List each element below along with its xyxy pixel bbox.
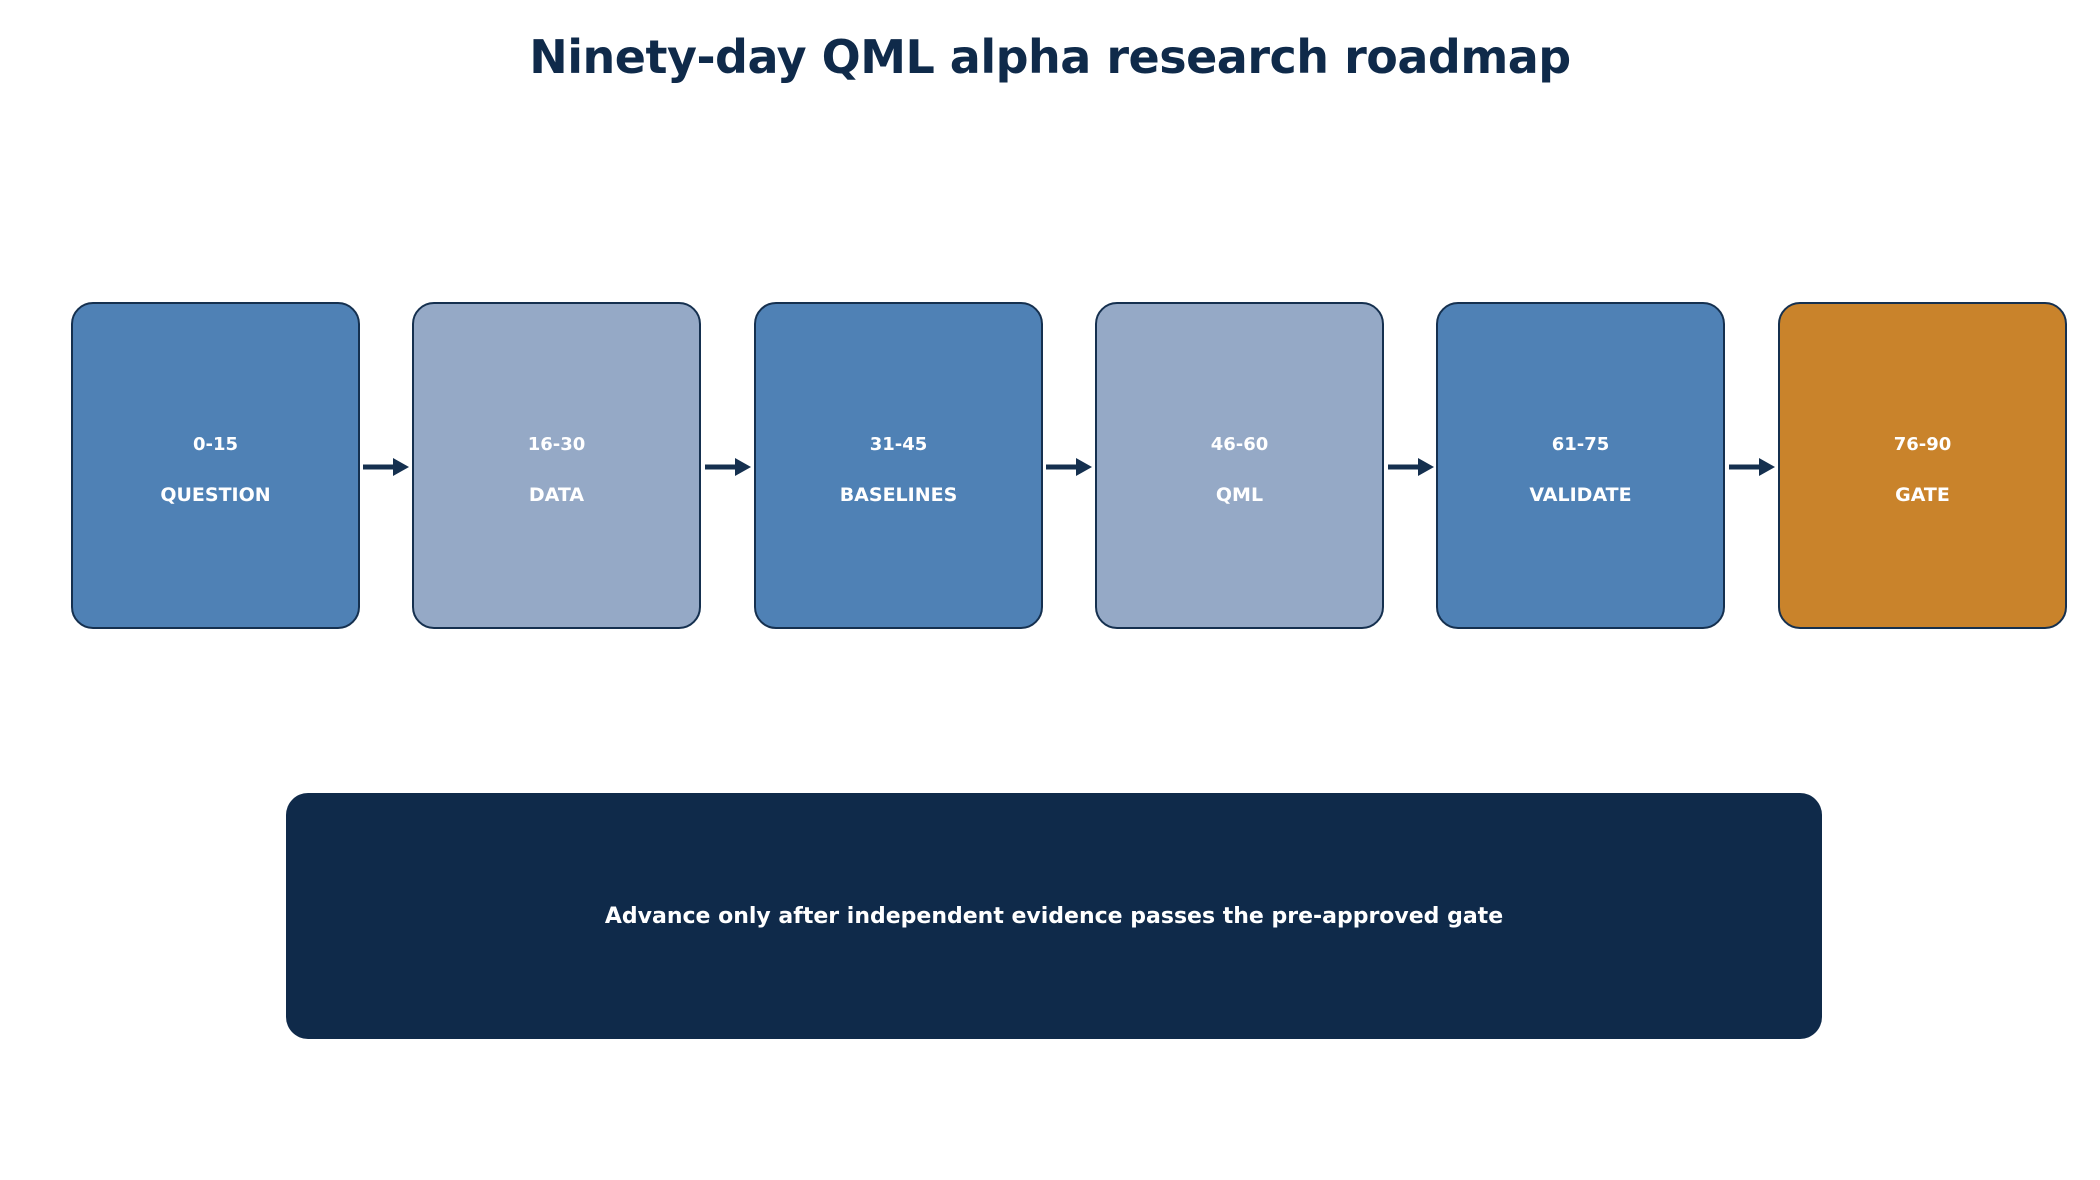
phase-days: 76-90 — [1893, 434, 1952, 455]
arrow-right-icon — [363, 458, 409, 476]
arrow-right-icon — [1388, 458, 1434, 476]
phase-days: 46-60 — [1210, 434, 1269, 455]
arrow-right-icon — [1729, 458, 1775, 476]
gate-note-text: Advance only after independent evidence … — [604, 903, 1504, 929]
phase-name: BASELINES — [839, 484, 958, 506]
phase-days: 0-15 — [192, 434, 239, 455]
phase-days: 16-30 — [527, 434, 586, 455]
phase-name: GATE — [1895, 484, 1950, 506]
phase-box-question: 0-15 QUESTION — [71, 302, 360, 629]
phase-name: DATA — [528, 484, 585, 506]
phase-days: 31-45 — [869, 434, 928, 455]
phase-name: QML — [1215, 484, 1264, 506]
phase-box-baselines: 31-45 BASELINES — [754, 302, 1043, 629]
diagram-title: Ninety-day QML alpha research roadmap — [529, 30, 1571, 84]
phase-box-qml: 46-60 QML — [1095, 302, 1384, 629]
arrow-right-icon — [1046, 458, 1092, 476]
phase-box-gate: 76-90 GATE — [1778, 302, 2067, 629]
phase-box-data: 16-30 DATA — [412, 302, 701, 629]
phase-days: 61-75 — [1551, 434, 1610, 455]
phase-box-validate: 61-75 VALIDATE — [1436, 302, 1725, 629]
gate-note-box: Advance only after independent evidence … — [286, 793, 1822, 1039]
phase-name: VALIDATE — [1529, 484, 1632, 506]
arrow-right-icon — [705, 458, 751, 476]
phase-name: QUESTION — [160, 484, 271, 506]
